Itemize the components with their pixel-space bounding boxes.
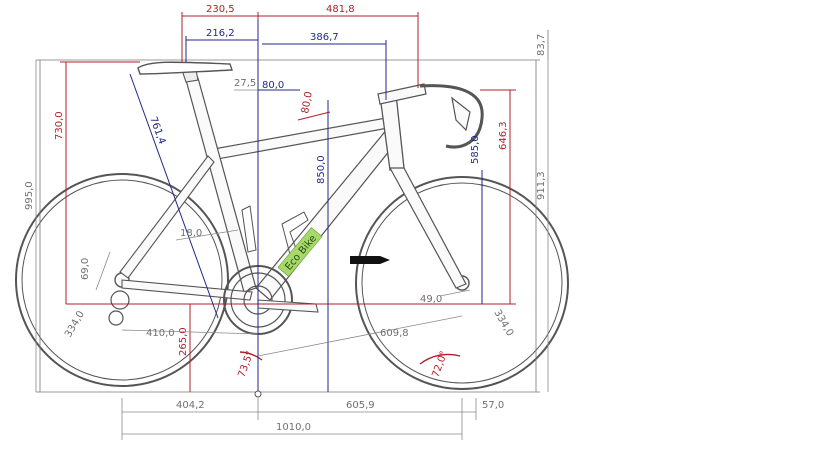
dim-stem-80b: 80,0 — [300, 91, 315, 115]
dim-stem-80: 80,0 — [262, 80, 284, 91]
dim-bb-height-265: 265,0 — [178, 327, 189, 356]
dim-chainstay-69: 69,0 — [80, 258, 91, 280]
saddle — [137, 61, 233, 75]
dim-bb-18: 18,0 — [180, 228, 202, 239]
red-dimensions — [60, 12, 516, 392]
dim-head-585: 585,0 — [470, 135, 481, 164]
stem — [377, 83, 427, 105]
dim-right-837: 83,7 — [536, 34, 547, 56]
dim-seat-offset-27: 27,5 — [234, 78, 256, 89]
crankset — [223, 265, 319, 335]
gray-dimensions — [35, 60, 549, 440]
fork — [388, 167, 467, 289]
base-lines — [36, 30, 549, 393]
dim-seat-angle: 73,5° — [236, 350, 256, 379]
seat-stay — [119, 155, 215, 279]
dim-bar-646: 646,3 — [498, 121, 509, 150]
dim-fork-49: 49,0 — [420, 294, 442, 305]
bike-outline — [15, 61, 569, 390]
dim-top-left-230: 230,5 — [206, 4, 235, 15]
dim-front-609: 609,8 — [380, 328, 409, 339]
dim-bottom-404: 404,2 — [176, 400, 205, 411]
bb-reference-point — [254, 390, 262, 398]
dim-right-911: 911,3 — [536, 171, 547, 200]
dim-left-995: 995,0 — [24, 181, 35, 210]
dim-top-216: 216,2 — [206, 28, 235, 39]
dim-top-481: 481,8 — [326, 4, 355, 15]
rear-derailleur — [108, 290, 130, 326]
dim-wheel-334-left: 334,0 — [63, 309, 87, 339]
dim-stack-850: 850,0 — [316, 155, 327, 184]
dim-saddle-height-730: 730,0 — [54, 111, 65, 140]
front-wheel — [355, 176, 569, 390]
bottle-cage-1 — [241, 205, 257, 253]
down-tube — [255, 127, 399, 301]
dim-top-386: 386,7 — [310, 32, 339, 43]
blue-dimensions — [129, 20, 483, 392]
direction-arrow-icon — [350, 256, 390, 264]
dim-bottom-605: 605,9 — [346, 400, 375, 411]
rear-wheel — [15, 173, 229, 387]
handlebar-drop — [419, 84, 484, 149]
chain-stay — [121, 279, 253, 301]
dim-chainstay-410: 410,0 — [146, 328, 175, 339]
dim-bottom-57: 57,0 — [482, 400, 504, 411]
top-tube — [207, 117, 389, 161]
dim-wheel-334-right: 334,0 — [491, 308, 515, 338]
dim-head-angle: 72,0° — [430, 350, 450, 379]
dim-wheelbase-1010: 1010,0 — [276, 422, 311, 433]
brake-hood — [451, 96, 471, 132]
